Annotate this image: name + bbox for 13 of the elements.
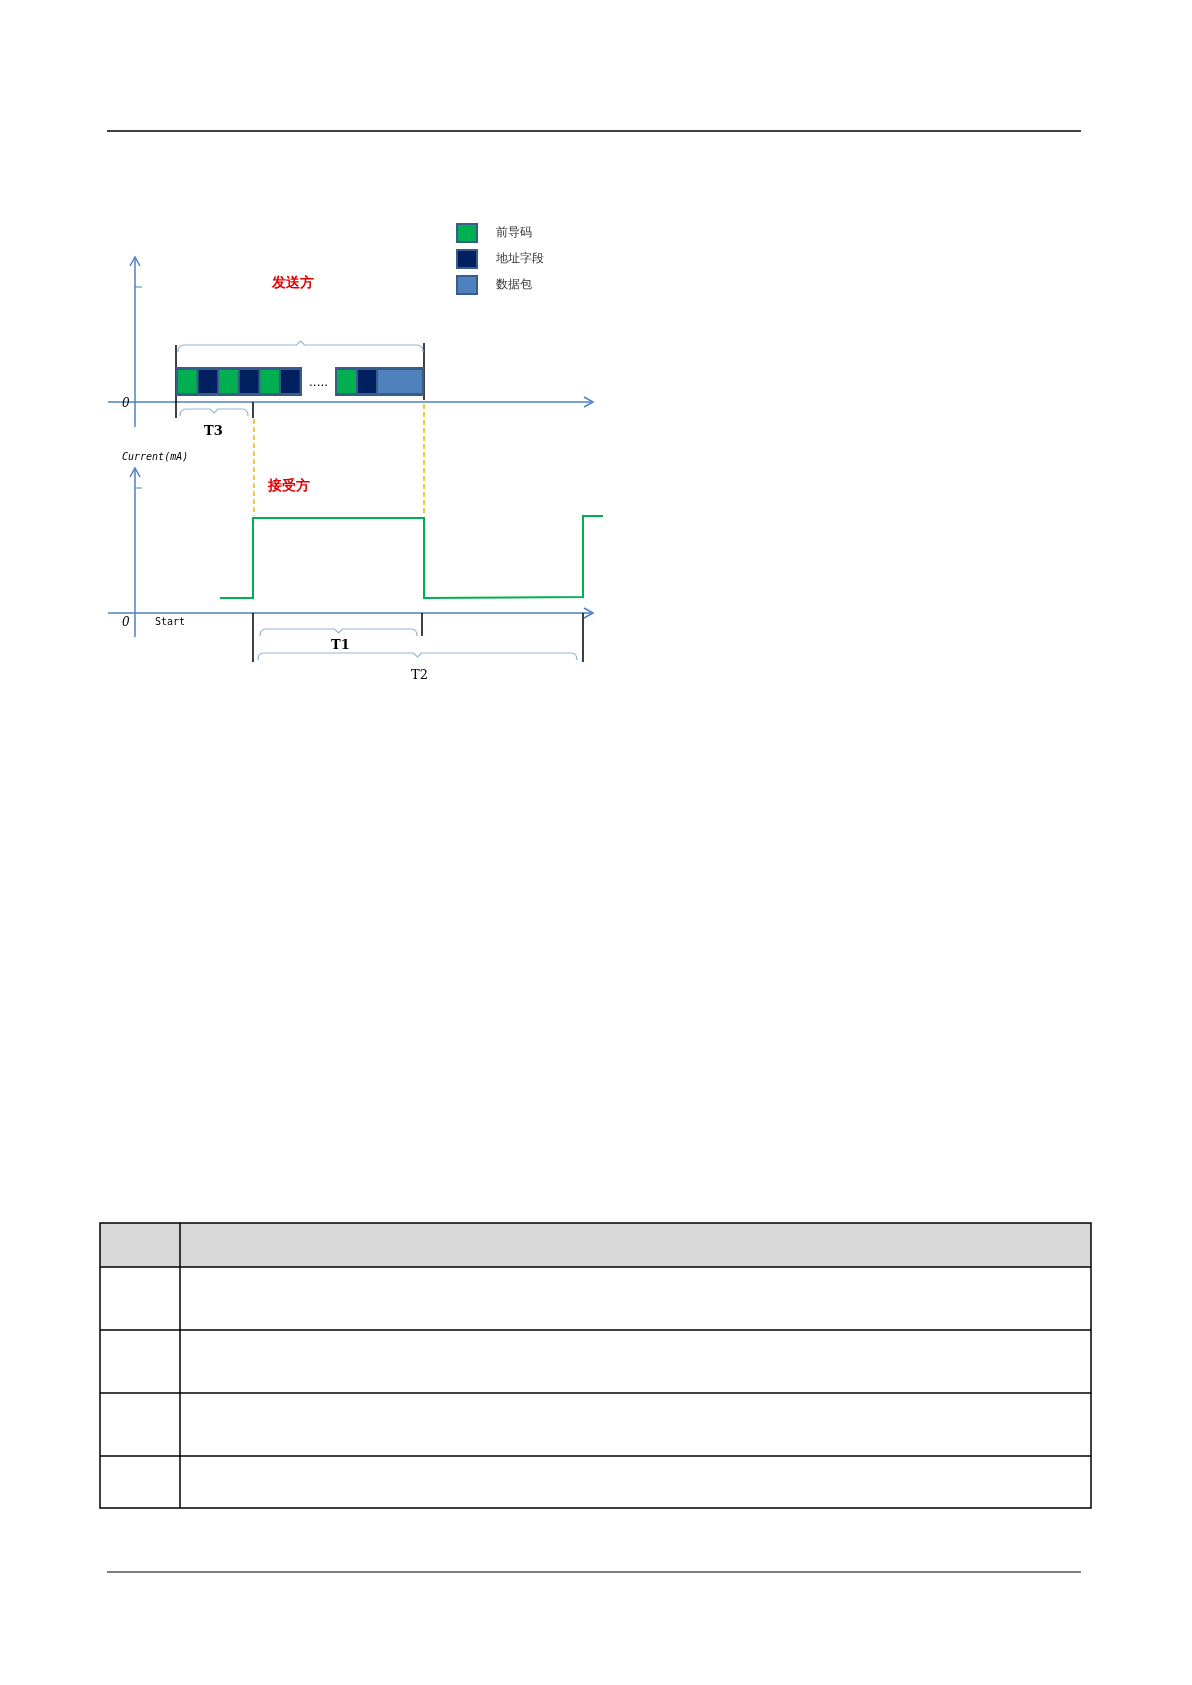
legend-label: 前导码 <box>496 226 532 238</box>
interval-label: T1 <box>331 638 350 651</box>
legend-label: 地址字段 <box>496 252 544 264</box>
axis-origin: 0 <box>122 616 130 628</box>
legend-label: 数据包 <box>496 278 532 290</box>
axis-origin: 0 <box>122 397 130 409</box>
side-label: 接受方 <box>268 478 310 492</box>
axis-title: Current(mA) <box>122 452 189 462</box>
side-label: 发送方 <box>272 275 314 289</box>
ellipsis-text: ..... <box>309 376 329 388</box>
interval-label: T3 <box>204 424 223 437</box>
interval-label: T2 <box>411 668 428 681</box>
start-label: Start <box>155 617 186 627</box>
